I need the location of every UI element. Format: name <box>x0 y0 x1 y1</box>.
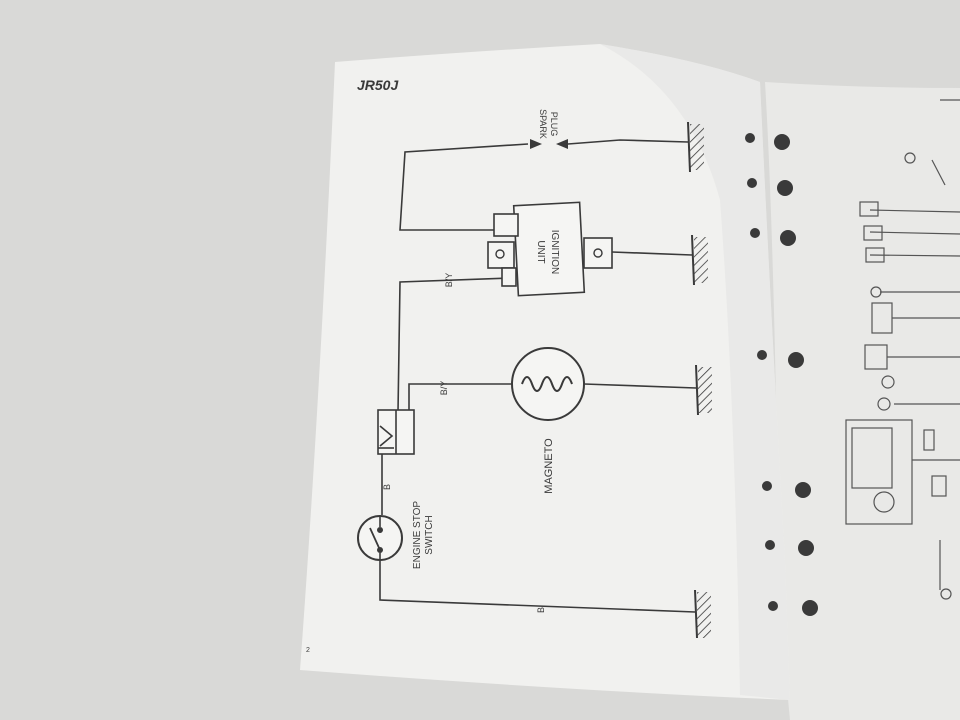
spark-plug-gap <box>530 139 568 149</box>
wire-label-magneto-switch: B/Y <box>439 381 449 396</box>
magneto-label: MAGNETO <box>543 438 555 494</box>
engine-stop-switch <box>357 515 403 561</box>
engine-stop-switch-label: ENGINE STOP SWITCH <box>412 501 435 569</box>
wire-label-ignition-switch: B/Y <box>444 273 454 288</box>
ignition-label-line1: IGNITION <box>549 230 560 274</box>
switch-label-line1: ENGINE STOP <box>412 501 423 569</box>
ground-symbol <box>687 121 704 173</box>
ground-symbol <box>694 589 711 639</box>
ground-symbol <box>691 234 708 286</box>
diode <box>377 409 415 455</box>
wire-label-switch-lead: B <box>382 484 392 490</box>
page-shadow <box>600 44 790 700</box>
right-page-schematic <box>845 99 960 600</box>
page-number: 2 <box>306 647 310 654</box>
model-code: JR50J <box>357 77 399 93</box>
right-page <box>765 82 960 720</box>
spark-plug-label: SPARK PLUG <box>538 109 559 139</box>
wiring-lines <box>379 139 697 613</box>
binder-holes <box>745 133 818 616</box>
ignition-label-line2: UNIT <box>535 240 546 263</box>
ground-symbol <box>695 364 712 416</box>
spark-plug-label-line2: PLUG <box>549 112 559 137</box>
coil-icon <box>521 376 573 392</box>
switch-label-line2: SWITCH <box>424 515 435 554</box>
magneto: MAGNETO <box>511 347 585 494</box>
wire-label-switch-ground: B <box>536 607 546 613</box>
ignition-unit: IGNITION UNIT <box>487 201 613 297</box>
spark-plug-label-line1: SPARK <box>538 109 548 139</box>
